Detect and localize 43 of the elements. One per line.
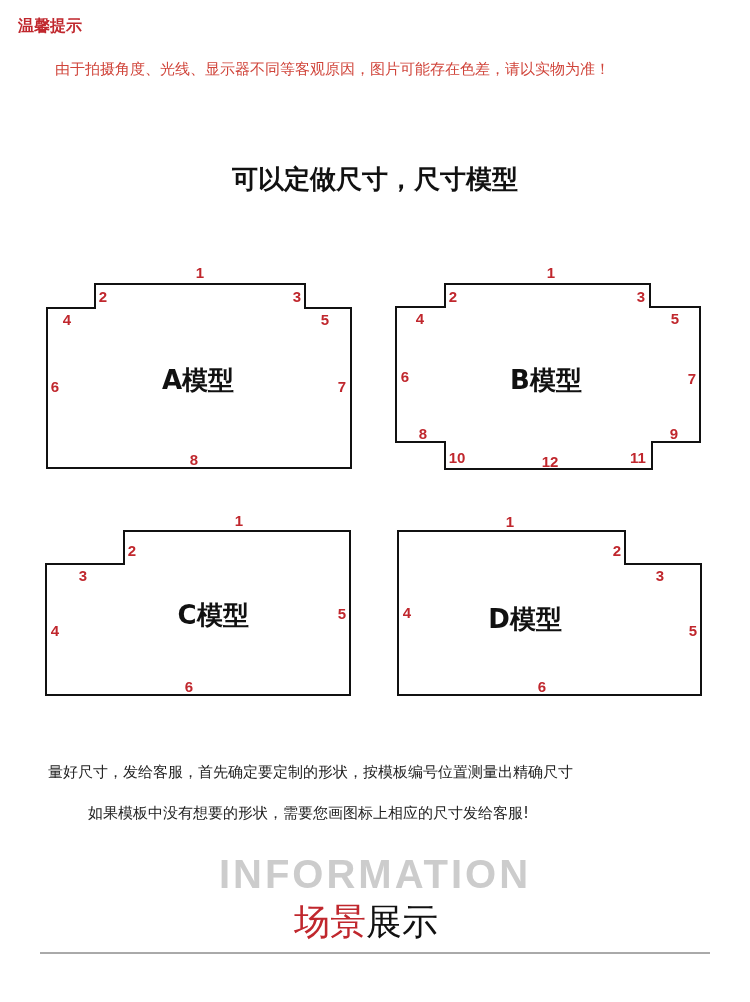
- side-number: 4: [62, 311, 72, 327]
- model-label: D模型: [488, 602, 562, 636]
- notice-text: 由于拍摄角度、光线、显示器不同等客观原因，图片可能存在色差，请以实物为准！: [55, 60, 610, 79]
- side-number: 9: [669, 425, 679, 441]
- model-label: B模型: [510, 363, 582, 397]
- side-number: 10: [448, 449, 466, 465]
- side-number: 1: [546, 264, 556, 280]
- side-number: 11: [630, 449, 646, 465]
- side-number: 1: [234, 512, 244, 528]
- side-number: 6: [537, 678, 547, 694]
- side-number: 2: [127, 542, 137, 558]
- instruction-text: 量好尺寸，发给客服，首先确定要定制的形状，按模板编号位置测量出精确尺寸: [48, 763, 573, 782]
- side-number: 2: [612, 542, 622, 558]
- side-number: 3: [636, 288, 646, 304]
- model-label: A模型: [161, 363, 235, 397]
- side-number: 1: [195, 264, 205, 280]
- side-number: 6: [184, 678, 194, 694]
- side-number: 3: [292, 288, 302, 304]
- model-label: C模型: [177, 598, 249, 632]
- title: 可以定做尺寸，尺寸模型: [231, 163, 519, 196]
- side-number: 3: [78, 567, 88, 583]
- side-number: 5: [670, 310, 680, 326]
- side-number: 4: [415, 310, 425, 326]
- side-number: 3: [655, 567, 665, 583]
- side-number: 7: [687, 370, 697, 386]
- side-number: 7: [337, 378, 347, 394]
- side-number: 4: [50, 622, 60, 638]
- side-number: 5: [337, 605, 347, 621]
- side-number: 6: [50, 378, 60, 394]
- side-number: 2: [448, 288, 458, 304]
- side-number: 1: [505, 513, 515, 529]
- section-heading: 场景: [294, 900, 366, 944]
- side-number: 5: [320, 311, 330, 327]
- side-number: 8: [189, 451, 199, 467]
- side-number: 8: [418, 425, 428, 441]
- side-number: 5: [688, 622, 698, 638]
- side-number: 2: [98, 288, 108, 304]
- side-number: 12: [541, 453, 559, 469]
- instruction-text: 如果模板中没有想要的形状，需要您画图标上相应的尺寸发给客服!: [88, 804, 529, 823]
- side-number: 6: [400, 368, 410, 384]
- side-number: 4: [402, 604, 412, 620]
- heading: 温馨提示: [18, 16, 82, 37]
- section-heading: 展示: [366, 900, 438, 944]
